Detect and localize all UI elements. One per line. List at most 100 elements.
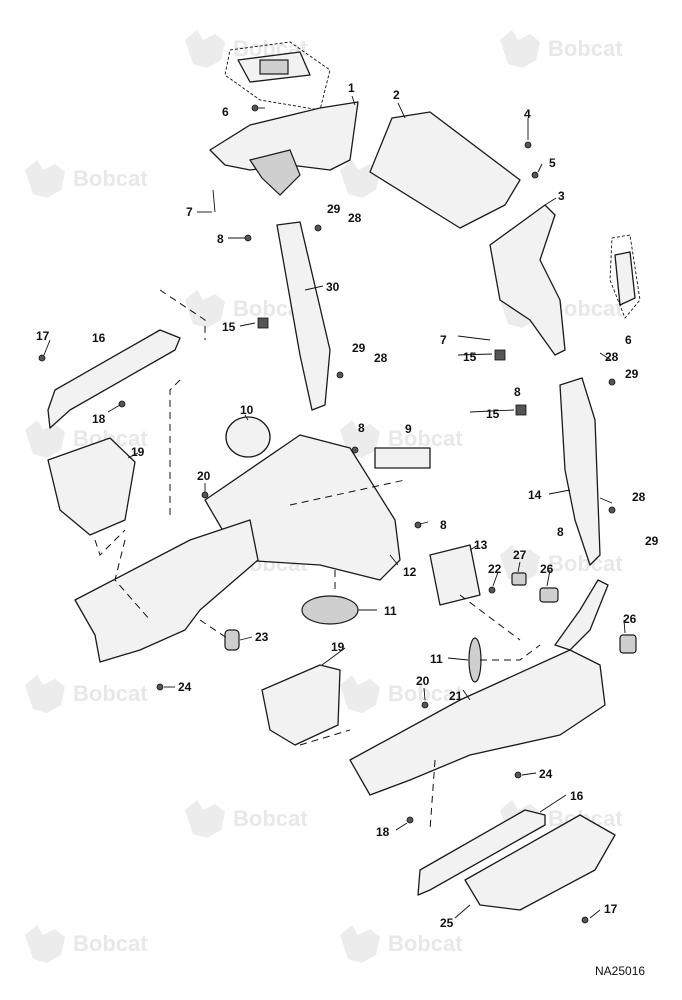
- watermark: Bobcat: [25, 925, 148, 963]
- part-storage-bin-left: [47, 437, 136, 536]
- callout-label: 6: [625, 333, 632, 347]
- callout-layer: 1 2 3 4 5 6 6 7 7 8 8 8 8 8 9 10 11 11 1…: [36, 81, 659, 930]
- parts-layer: [38, 41, 641, 924]
- watermark-text: Bobcat: [73, 931, 148, 956]
- bobcat-logo-icon: [185, 30, 225, 68]
- callout-label: 28: [605, 350, 619, 364]
- part-left-pillar: [276, 221, 331, 411]
- bobcat-logo-icon: [340, 925, 380, 963]
- part-vent-panel: [374, 447, 431, 469]
- watermark-text: Bobcat: [73, 681, 148, 706]
- callout-label: 25: [440, 916, 454, 930]
- watermark-text: Bobcat: [388, 931, 463, 956]
- callout-label: 29: [625, 367, 639, 381]
- bobcat-logo-icon: [185, 800, 225, 838]
- callout-label: 24: [178, 680, 192, 694]
- callout-label: 24: [539, 767, 553, 781]
- part-right-bin-insert: [429, 544, 481, 606]
- callout-label: 8: [358, 421, 365, 435]
- callout-label: 17: [36, 329, 50, 343]
- callout-label: 26: [623, 612, 637, 626]
- watermark-text: Bobcat: [548, 551, 623, 576]
- part-upper-right-trim: [489, 204, 566, 356]
- bobcat-logo-icon: [500, 30, 540, 68]
- callout-label: 4: [524, 107, 531, 121]
- leader-lines: [43, 95, 626, 919]
- part-left-bracket: [47, 329, 181, 429]
- callout-label: 8: [514, 385, 521, 399]
- callout-label: 27: [513, 548, 527, 562]
- part-cup-holder: [225, 416, 271, 458]
- part-right-console: [349, 649, 606, 796]
- bobcat-logo-icon: [340, 675, 380, 713]
- callout-label: 20: [416, 674, 430, 688]
- callout-label: 18: [376, 825, 390, 839]
- callout-label: 16: [570, 789, 584, 803]
- callout-label: 21: [449, 689, 463, 703]
- watermark-text: Bobcat: [233, 806, 308, 831]
- callout-label: 22: [488, 562, 502, 576]
- watermark: Bobcat: [185, 800, 308, 838]
- callout-label: 15: [486, 407, 500, 421]
- watermark: Bobcat: [25, 675, 148, 713]
- bobcat-logo-icon: [185, 290, 225, 328]
- callout-label: 19: [331, 640, 345, 654]
- watermark: Bobcat: [500, 30, 623, 68]
- drawing-reference-code: NA25016: [595, 964, 645, 978]
- callout-label: 8: [217, 232, 224, 246]
- callout-label: 29: [352, 341, 366, 355]
- callout-label: 23: [255, 630, 269, 644]
- callout-label: 5: [549, 156, 556, 170]
- callout-label: 9: [405, 422, 412, 436]
- callout-label: 28: [632, 490, 646, 504]
- part-right-bracket: [417, 809, 546, 896]
- callout-label: 19: [131, 445, 145, 459]
- callout-label: 10: [240, 403, 254, 417]
- part-left-console: [74, 519, 259, 663]
- callout-label: 20: [197, 469, 211, 483]
- callout-label: 11: [384, 604, 397, 618]
- callout-label: 1: [348, 81, 355, 95]
- callout-label: 3: [558, 189, 565, 203]
- watermark-text: Bobcat: [388, 426, 463, 451]
- watermark-text: Bobcat: [548, 36, 623, 61]
- watermark-text: Bobcat: [73, 166, 148, 191]
- part-right-pillar: [559, 377, 601, 566]
- callout-label: 7: [440, 333, 447, 347]
- part-storage-bin-right: [261, 664, 341, 746]
- callout-label: 28: [374, 351, 388, 365]
- detail-inset-top: [224, 41, 331, 111]
- callout-label: 28: [348, 211, 362, 225]
- part-latch: [224, 629, 240, 651]
- callout-label: 30: [326, 280, 340, 294]
- part-speaker-grille-right: [468, 637, 482, 683]
- callout-label: 14: [528, 488, 542, 502]
- watermark: Bobcat: [25, 160, 148, 198]
- bobcat-logo-icon: [25, 925, 65, 963]
- callout-label: 11: [430, 652, 443, 666]
- callout-label: 13: [474, 538, 488, 552]
- part-rear-step: [464, 814, 616, 911]
- part-right-arm: [554, 579, 609, 651]
- watermark: Bobcat: [340, 925, 463, 963]
- callout-label: 29: [645, 534, 659, 548]
- callout-label: 7: [186, 205, 193, 219]
- callout-label: 26: [540, 562, 554, 576]
- watermark: Bobcat: [340, 675, 463, 713]
- part-speaker-grille: [301, 595, 359, 625]
- detail-inset-right: [609, 234, 641, 319]
- callout-label: 2: [393, 88, 400, 102]
- callout-label: 16: [92, 331, 106, 345]
- callout-label: 15: [222, 320, 236, 334]
- callout-label: 12: [403, 565, 417, 579]
- callout-label: 18: [92, 412, 106, 426]
- bobcat-logo-icon: [25, 420, 65, 458]
- bobcat-logo-icon: [25, 675, 65, 713]
- part-window-panel: [369, 111, 521, 229]
- bobcat-logo-icon: [25, 160, 65, 198]
- part-upper-front-trim: [209, 101, 359, 171]
- callout-label: 15: [463, 350, 477, 364]
- bobcat-logo-icon: [340, 160, 380, 198]
- assembly-lines: [94, 289, 541, 831]
